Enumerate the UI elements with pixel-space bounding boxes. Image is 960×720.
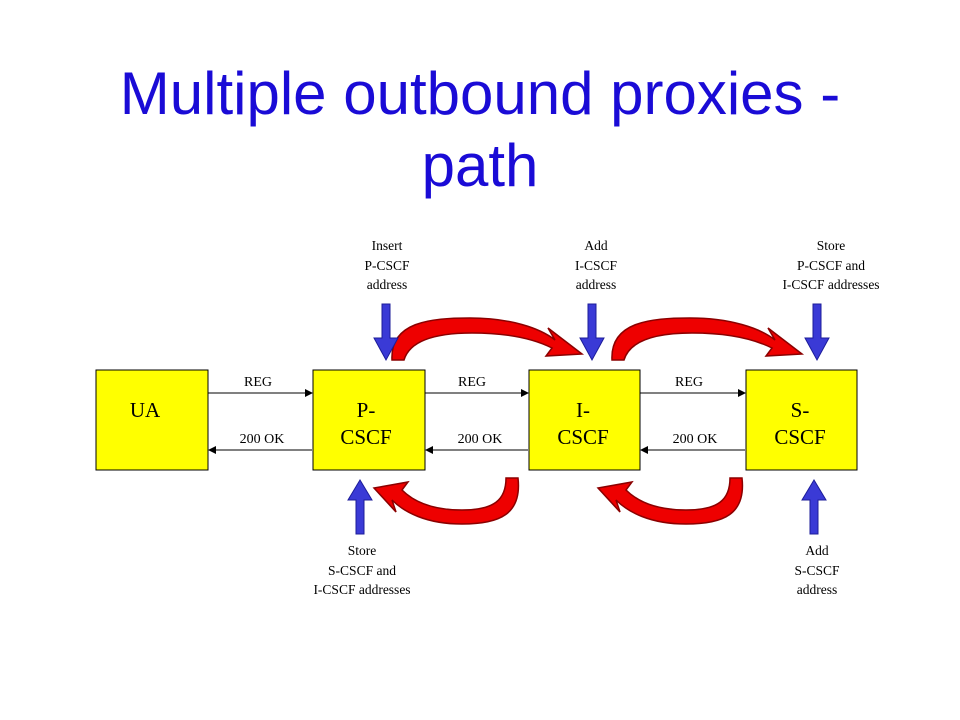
note-insert-pcscf-line-1: Insert xyxy=(372,238,403,253)
node-scscf-label-line-1: S- xyxy=(791,398,810,422)
pointer-arrow-pcscf-up xyxy=(347,479,373,535)
pointer-arrows-bottom xyxy=(347,479,827,535)
note-add-icscf: Add I-CSCF address xyxy=(575,238,618,292)
pointer-arrow-pcscf-down xyxy=(373,303,399,362)
ok-label-2: 200 OK xyxy=(458,432,503,447)
note-store-scscf-icscf-line-2: S-CSCF and xyxy=(328,563,396,578)
note-store-pcscf-icscf: Store P-CSCF and I-CSCF addresses xyxy=(782,238,879,292)
node-pcscf-label-line-2: CSCF xyxy=(340,425,391,449)
note-store-scscf-icscf: Store S-CSCF and I-CSCF addresses xyxy=(313,543,410,597)
ok-label-3: 200 OK xyxy=(673,432,718,447)
reg-label-3: REG xyxy=(675,375,703,390)
reg-label-1: REG xyxy=(244,375,272,390)
curved-arrow-bottom-right xyxy=(596,477,744,525)
note-store-scscf-icscf-line-3: I-CSCF addresses xyxy=(313,582,410,597)
node-ua-label: UA xyxy=(130,398,161,422)
node-icscf-label-line-1: I- xyxy=(576,398,590,422)
ok-messages: 200 OK 200 OK 200 OK xyxy=(208,432,745,454)
pointer-arrow-icscf-down xyxy=(579,303,605,362)
note-insert-pcscf-line-3: address xyxy=(367,277,408,292)
page-title: Multiple outbound proxies - path xyxy=(60,58,900,202)
curved-arrow-top-right xyxy=(611,317,805,361)
reg-label-2: REG xyxy=(458,375,486,390)
title-line-2: path xyxy=(421,132,539,199)
node-icscf-label-line-2: CSCF xyxy=(557,425,608,449)
node-icscf: I- CSCF xyxy=(528,369,641,471)
note-insert-pcscf-line-2: P-CSCF xyxy=(364,258,410,273)
note-add-scscf-line-1: Add xyxy=(805,543,828,558)
ok-label-1: 200 OK xyxy=(240,432,285,447)
curved-arrow-bottom-left xyxy=(372,477,520,525)
note-store-pcscf-icscf-line-3: I-CSCF addresses xyxy=(782,277,879,292)
pointer-arrow-scscf-down xyxy=(804,303,830,362)
curved-arrows xyxy=(372,317,805,525)
note-store-pcscf-icscf-line-1: Store xyxy=(817,238,846,253)
curved-arrow-top-left xyxy=(391,317,585,361)
node-scscf: S- CSCF xyxy=(745,369,858,471)
node-pcscf-label-line-1: P- xyxy=(357,398,376,422)
pointer-arrow-scscf-up xyxy=(801,479,827,535)
node-scscf-label-line-2: CSCF xyxy=(774,425,825,449)
note-insert-pcscf: Insert P-CSCF address xyxy=(364,238,410,292)
note-add-scscf-line-2: S-CSCF xyxy=(794,563,840,578)
note-add-icscf-line-1: Add xyxy=(584,238,607,253)
note-add-icscf-line-2: I-CSCF xyxy=(575,258,618,273)
pointer-arrows-top xyxy=(373,303,830,362)
reg-messages: REG REG REG xyxy=(208,375,746,397)
node-ua: UA xyxy=(95,369,209,471)
note-store-scscf-icscf-line-1: Store xyxy=(348,543,377,558)
note-add-scscf-line-3: address xyxy=(797,582,838,597)
node-pcscf: P- CSCF xyxy=(312,369,426,471)
title-line-1: Multiple outbound proxies - xyxy=(119,60,841,127)
note-add-icscf-line-3: address xyxy=(576,277,617,292)
note-add-scscf: Add S-CSCF address xyxy=(794,543,840,597)
note-store-pcscf-icscf-line-2: P-CSCF and xyxy=(797,258,865,273)
